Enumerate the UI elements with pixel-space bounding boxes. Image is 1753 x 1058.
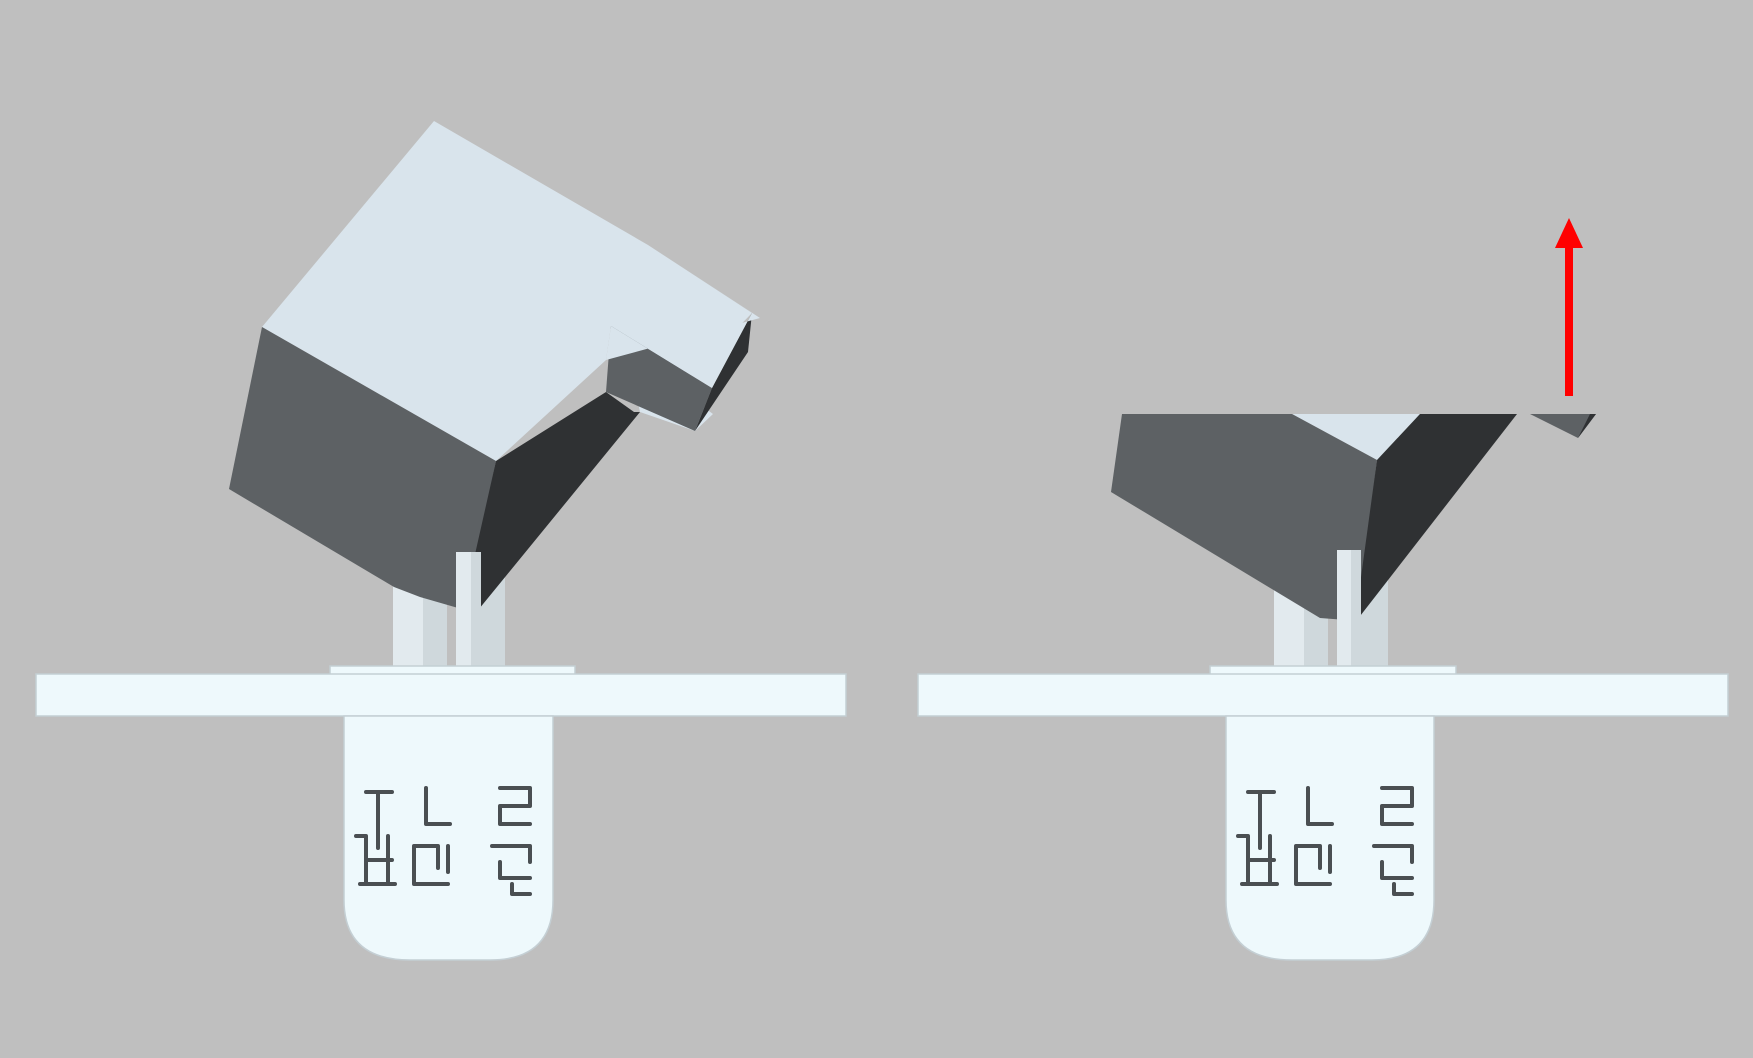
support-post <box>1351 550 1361 668</box>
tag-body <box>1225 715 1435 961</box>
support-post <box>471 552 481 668</box>
base-plate <box>917 673 1729 717</box>
block-side-face <box>460 392 640 621</box>
block-top-face <box>262 121 752 461</box>
block-notch-top-face <box>606 245 760 388</box>
block-front-face <box>229 327 496 610</box>
block-notch-side-face <box>695 313 752 431</box>
base-plate-left <box>35 665 847 717</box>
base-plate-right <box>917 665 1729 717</box>
cut-block-front-face <box>1111 414 1377 620</box>
tag-embossed-glyphs <box>1236 786 1414 896</box>
hanging-tag-right <box>1225 715 1435 961</box>
arrow-head <box>1555 218 1583 248</box>
front-fins-left <box>456 552 481 668</box>
tag-body <box>343 715 554 961</box>
offcut-face <box>1530 414 1596 438</box>
cut-block-side-face <box>1356 414 1517 620</box>
tilted-block <box>229 121 760 621</box>
cut-block <box>1111 414 1517 620</box>
right-panel <box>917 218 1729 961</box>
hanging-tag-left <box>343 715 554 961</box>
left-panel <box>35 121 847 961</box>
tag-embossed-glyphs <box>354 786 532 896</box>
red-up-arrow-icon <box>1555 218 1583 396</box>
support-post <box>456 552 471 668</box>
base-plate <box>35 673 847 717</box>
offcut-piece <box>1530 414 1596 438</box>
offcut-top-face <box>1578 414 1596 438</box>
cut-block-top-face <box>1292 414 1420 460</box>
front-fins-right <box>1337 550 1361 668</box>
support-post <box>1337 550 1351 668</box>
